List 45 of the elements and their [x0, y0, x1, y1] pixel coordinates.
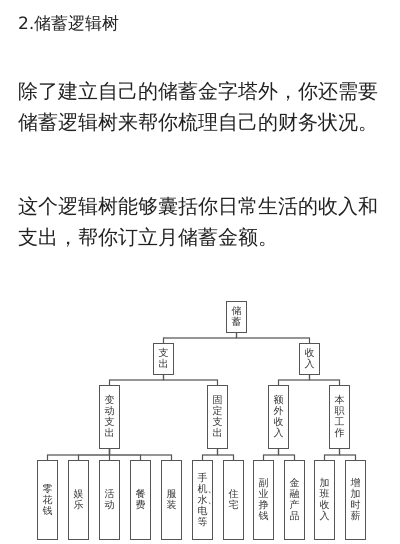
- node-label: 副业挣钱: [258, 478, 268, 522]
- tree-node-box: [130, 460, 151, 540]
- tree-node-box: [345, 460, 366, 540]
- node-label: 储蓄: [232, 306, 242, 328]
- node-label: 服装: [166, 489, 176, 511]
- tree-node-box: [161, 460, 182, 540]
- tree-node-box: [253, 460, 274, 540]
- tree-node-box: [314, 460, 335, 540]
- paragraph: 除了建立自己的储蓄金字塔外，你还需要储蓄逻辑树来帮你梳理自己的财务状况。: [18, 78, 379, 136]
- tree-node-box: [153, 343, 174, 375]
- connector-line: [308, 375, 340, 385]
- node-label: 变动支出: [104, 395, 114, 439]
- paragraph: 这个逻辑树能够囊括你日常生活的收入和支出，帮你订立月储蓄金额。: [18, 193, 379, 251]
- tree-node-box: [299, 343, 320, 375]
- tree-node-box: [329, 385, 350, 449]
- heading: 2.储蓄逻辑树: [18, 13, 120, 36]
- node-label: 固定支出: [212, 395, 222, 439]
- node-label: 收入: [304, 348, 314, 370]
- tree-node-box: [284, 460, 305, 540]
- connector-line: [216, 449, 234, 460]
- node-label: 零花钱: [42, 484, 52, 516]
- node-label: 本职工作: [334, 395, 344, 439]
- node-label: 额外收入: [274, 395, 284, 439]
- connector-line: [278, 449, 296, 460]
- node-label: 活动: [104, 489, 114, 511]
- tree-node-box: [192, 460, 213, 540]
- tree-node-box: [68, 460, 89, 540]
- node-label: 餐费: [136, 489, 146, 511]
- connector-line: [108, 449, 172, 460]
- connector-line: [236, 333, 310, 343]
- tree-node-box: [223, 460, 244, 540]
- tree-node-box: [226, 301, 247, 333]
- tree-node-box: [268, 385, 289, 449]
- node-label: 住宅: [228, 489, 238, 511]
- tree-node-box: [37, 460, 58, 540]
- tree-node-box: [207, 385, 228, 449]
- tree-node-box: [99, 460, 120, 540]
- node-label: 加班收入: [320, 478, 330, 522]
- node-label: 支出: [158, 348, 168, 370]
- connector-line: [162, 375, 218, 385]
- node-label: 增加时薪: [350, 478, 360, 522]
- node-label: 娱乐: [74, 489, 84, 511]
- tree-node-box: [99, 385, 120, 449]
- node-label: 金融产品: [290, 478, 300, 522]
- connector-line: [338, 449, 356, 460]
